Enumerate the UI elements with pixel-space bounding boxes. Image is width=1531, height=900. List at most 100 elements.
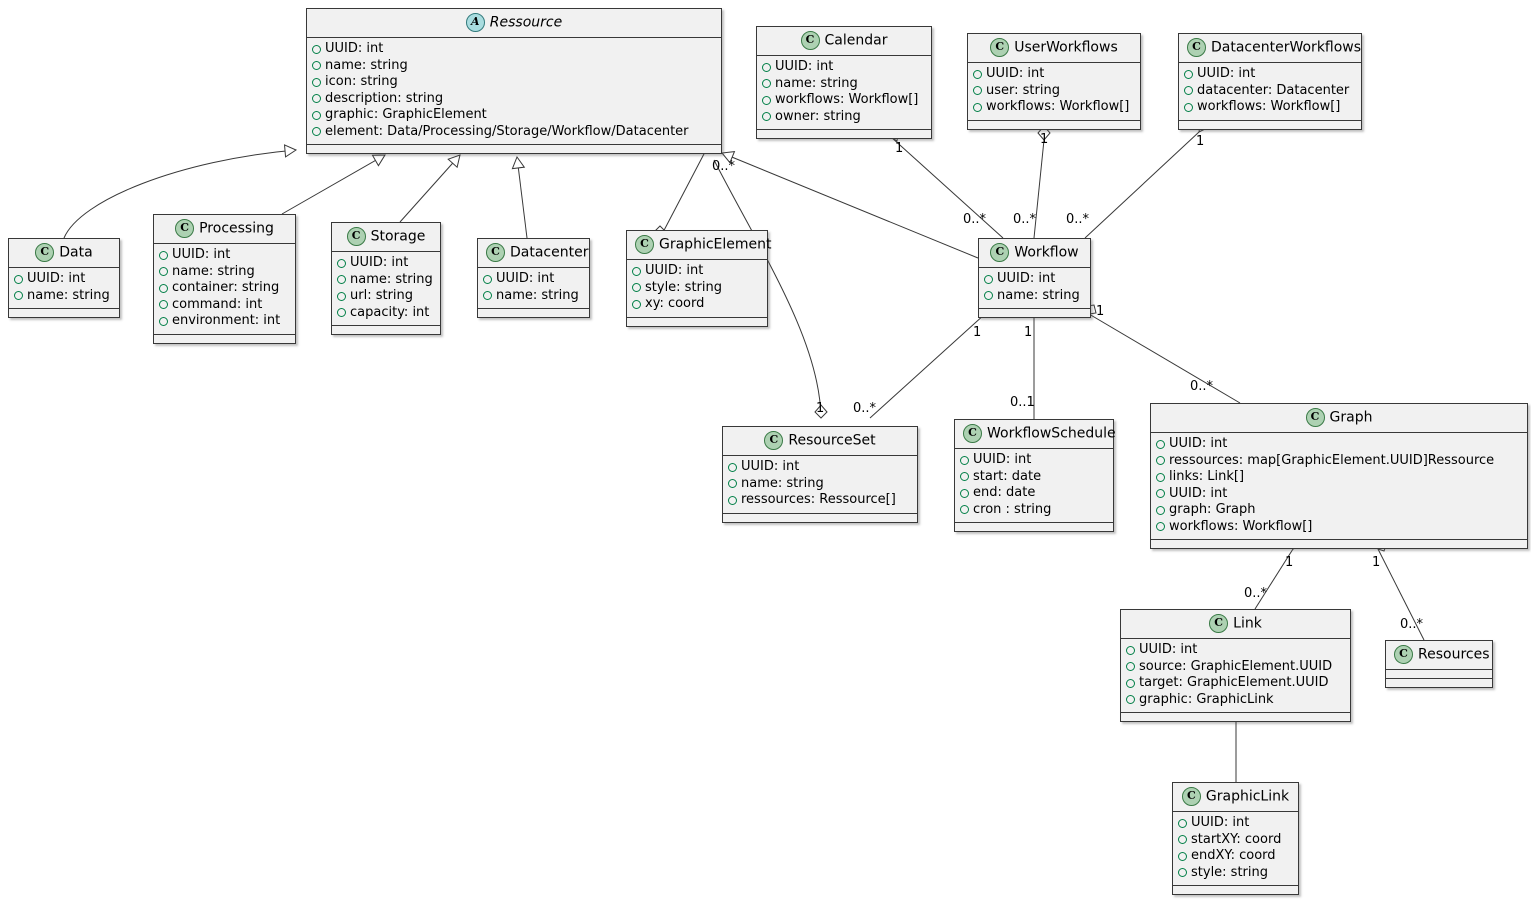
attribute-row: source: GraphicElement.UUID xyxy=(1126,659,1344,676)
class-name-calendar: Calendar xyxy=(824,32,888,49)
visibility-public-icon xyxy=(1184,102,1193,112)
visibility-public-icon xyxy=(960,488,969,498)
multiplicity-label-m-wf-sched-1: 1 xyxy=(1024,325,1033,340)
class-icon: C xyxy=(1187,38,1206,57)
edge-ressource-graphicelement xyxy=(659,151,706,239)
edge-calendar-workflow xyxy=(890,136,1004,239)
attribute-row: UUID: int xyxy=(1126,642,1344,659)
multiplicity-label-m-ressource-right: 0..* xyxy=(712,159,736,174)
multiplicity-label-m-wf-rs-1: 1 xyxy=(973,325,982,340)
visibility-public-icon xyxy=(1126,695,1135,704)
attribute-text: UUID: int xyxy=(1169,436,1228,451)
attribute-text: description: string xyxy=(325,90,444,106)
attribute-row: ressources: Ressource[] xyxy=(728,492,911,509)
visibility-public-icon xyxy=(14,274,23,284)
class-icon: C xyxy=(486,243,505,262)
visibility-public-icon xyxy=(312,44,321,54)
visibility-public-icon xyxy=(728,462,737,472)
attribute-text: UUID: int xyxy=(986,66,1045,81)
attribute-text: ressources: map[GraphicElement.UUID]Ress… xyxy=(1169,452,1495,468)
attribute-row: target: GraphicElement.UUID xyxy=(1126,675,1344,692)
attribute-row: UUID: int xyxy=(984,271,1084,288)
attribute-row: capacity: int xyxy=(337,305,434,322)
class-name-graph: Graph xyxy=(1329,409,1373,426)
visibility-public-icon xyxy=(337,275,346,284)
attribute-row: UUID: int xyxy=(1184,66,1355,83)
class-icon: C xyxy=(963,424,982,443)
attribute-row: name: string xyxy=(14,288,113,305)
attribute-row: environment: int xyxy=(159,313,289,330)
attribute-row: datacenter: Datacenter xyxy=(1184,83,1355,100)
attribute-text: name: string xyxy=(997,287,1080,303)
visibility-public-icon xyxy=(1156,456,1165,465)
visibility-public-icon xyxy=(312,61,321,70)
attribute-text: endXY: coord xyxy=(1191,848,1276,863)
attribute-text: name: string xyxy=(172,263,255,279)
attribute-text: UUID: int xyxy=(973,452,1032,467)
multiplicity-label-m-wf-dc: 0..* xyxy=(1066,212,1090,227)
class-methods-graphiclink xyxy=(1173,885,1298,894)
edge-dcworkflows-workflow xyxy=(1084,131,1200,239)
attribute-text: cron : string xyxy=(973,501,1052,517)
attribute-text: capacity: int xyxy=(350,304,430,320)
attribute-row: style: string xyxy=(632,280,761,297)
multiplicity-label-m-wf-graph-1: 1 xyxy=(1096,304,1105,319)
visibility-public-icon xyxy=(1156,472,1165,482)
class-box-resources[interactable]: C Resources xyxy=(1385,640,1493,688)
multiplicity-label-m-rs-ressource-1: 1 xyxy=(816,401,825,416)
class-icon: C xyxy=(346,227,366,246)
visibility-public-icon xyxy=(632,283,641,292)
class-methods-workflowschedule xyxy=(955,522,1113,531)
attribute-row: graphic: GraphicElement xyxy=(312,107,715,124)
attribute-row: owner: string xyxy=(762,109,925,126)
multiplicity-label-m-wf-cal: 0..* xyxy=(963,212,987,227)
class-name-storage: Storage xyxy=(370,228,426,245)
class-icon: C xyxy=(1394,645,1413,664)
attribute-text: container: string xyxy=(172,280,280,295)
attribute-row: xy: coord xyxy=(632,296,761,313)
visibility-public-icon xyxy=(1184,86,1193,95)
class-methods-datacenter xyxy=(478,308,589,317)
edge-workflow-resourceset xyxy=(869,313,986,419)
attribute-row: style: string xyxy=(1178,865,1292,882)
attribute-row: command: int xyxy=(159,297,289,314)
visibility-public-icon xyxy=(728,479,737,488)
visibility-public-icon xyxy=(632,266,641,276)
class-attributes-resources xyxy=(1386,670,1492,678)
visibility-public-icon xyxy=(1178,818,1187,828)
visibility-public-icon xyxy=(1156,439,1165,449)
visibility-public-icon xyxy=(1178,868,1187,877)
visibility-public-icon xyxy=(960,472,969,481)
multiplicity-label-m-link-0n: 0..* xyxy=(1244,586,1268,601)
edge-workflow-graph xyxy=(1088,313,1241,404)
attribute-text: workflows: Workflow[] xyxy=(1197,99,1341,114)
visibility-public-icon xyxy=(762,62,771,72)
attribute-text: start: date xyxy=(973,468,1042,484)
class-name-resources: Resources xyxy=(1418,646,1490,663)
attribute-row: startXY: coord xyxy=(1178,832,1292,849)
